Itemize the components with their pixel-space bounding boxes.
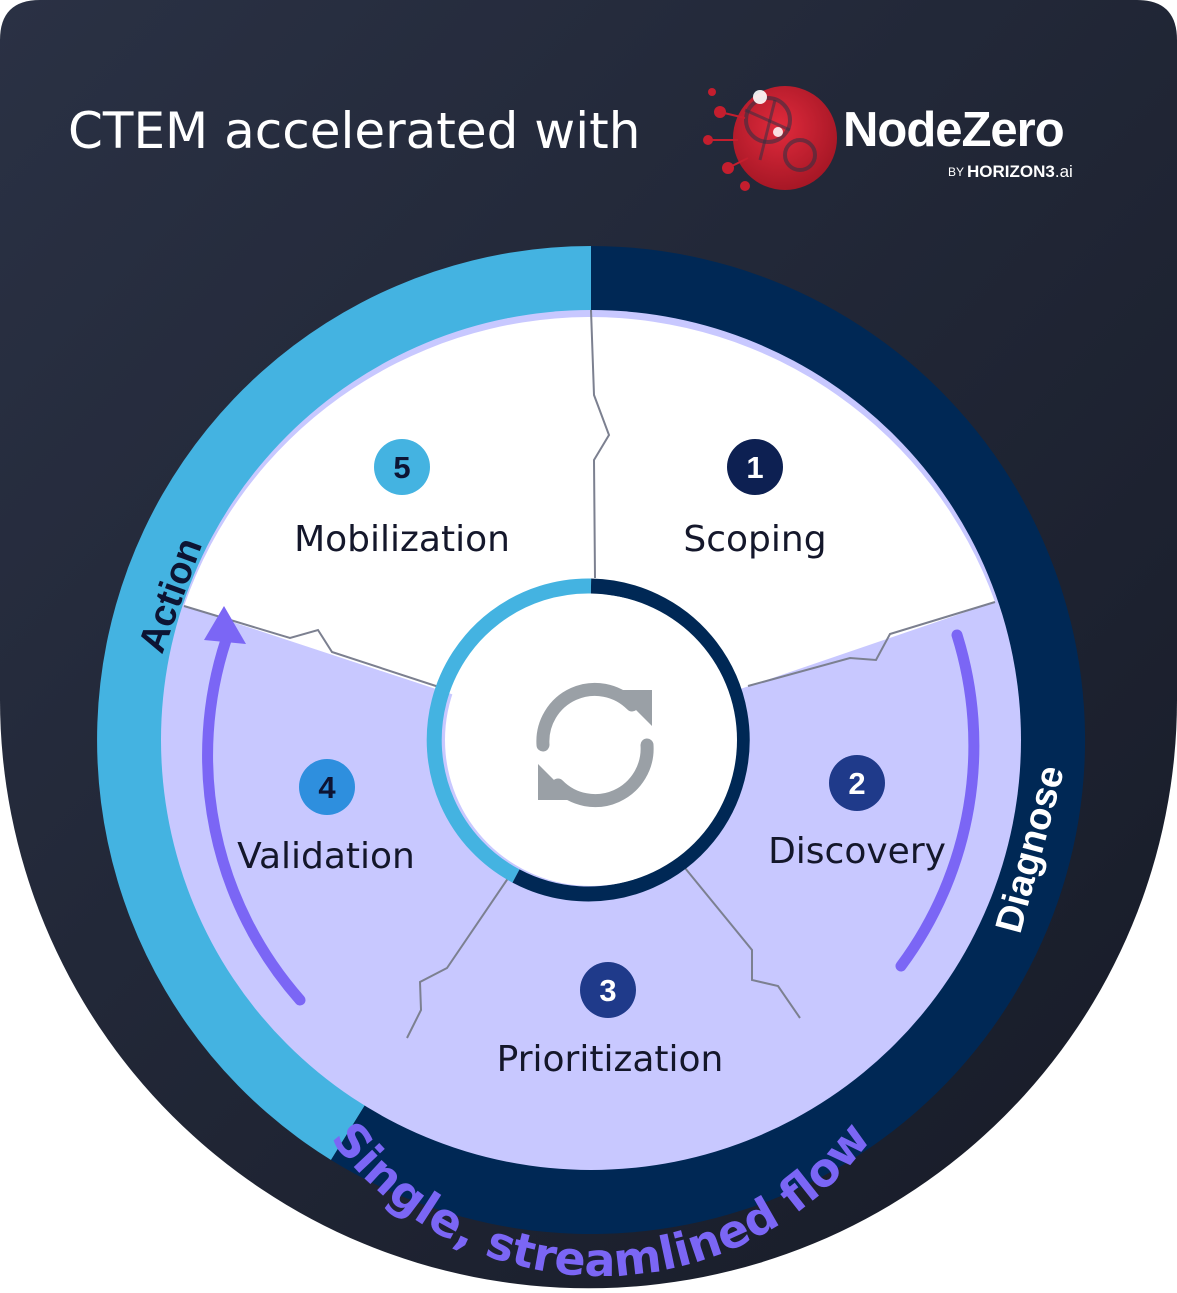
- stage-badge: [374, 439, 430, 495]
- stage-number: 4: [318, 770, 336, 805]
- stage-discovery: 2 Discovery: [768, 755, 946, 872]
- flow-arrowhead: [204, 606, 246, 644]
- stage-label: Prioritization: [497, 1039, 724, 1080]
- page-title: CTEM accelerated with: [68, 102, 640, 160]
- flow-arrow-right: [895, 629, 980, 972]
- stage-badge: [829, 755, 885, 811]
- stage-badge: [580, 962, 636, 1018]
- stage-number: 3: [599, 973, 616, 1008]
- stage-label: Validation: [237, 836, 415, 877]
- stage-prioritization: 3 Prioritization: [497, 962, 724, 1080]
- stage-badge: [299, 759, 355, 815]
- refresh-cycle-icon: [536, 682, 654, 808]
- stage-label: Mobilization: [294, 519, 510, 560]
- stage-scoping: 1 Scoping: [683, 439, 827, 560]
- flow-arrow-left: [202, 634, 306, 1006]
- hub-ring-light: [426, 578, 592, 883]
- stage-number: 2: [848, 766, 865, 801]
- brand-name: NodeZero: [843, 103, 1064, 157]
- hub-ring-dark: [512, 578, 750, 902]
- sector-dividers: [183, 309, 996, 1039]
- brand-by: BY: [948, 165, 964, 179]
- top-sector: [184, 317, 995, 740]
- stage-mobilization: 5 Mobilization: [294, 439, 510, 560]
- network-node-logo-icon: [703, 86, 837, 191]
- stage-number: 1: [746, 450, 763, 485]
- stage-number: 5: [393, 450, 410, 485]
- stage-badge: [727, 439, 783, 495]
- brand-company: HORIZON3.ai: [967, 162, 1073, 181]
- stage-label: Discovery: [768, 831, 946, 872]
- stage-label: Scoping: [683, 519, 826, 560]
- hub-center: [445, 594, 737, 886]
- stage-validation: 4 Validation: [237, 759, 415, 877]
